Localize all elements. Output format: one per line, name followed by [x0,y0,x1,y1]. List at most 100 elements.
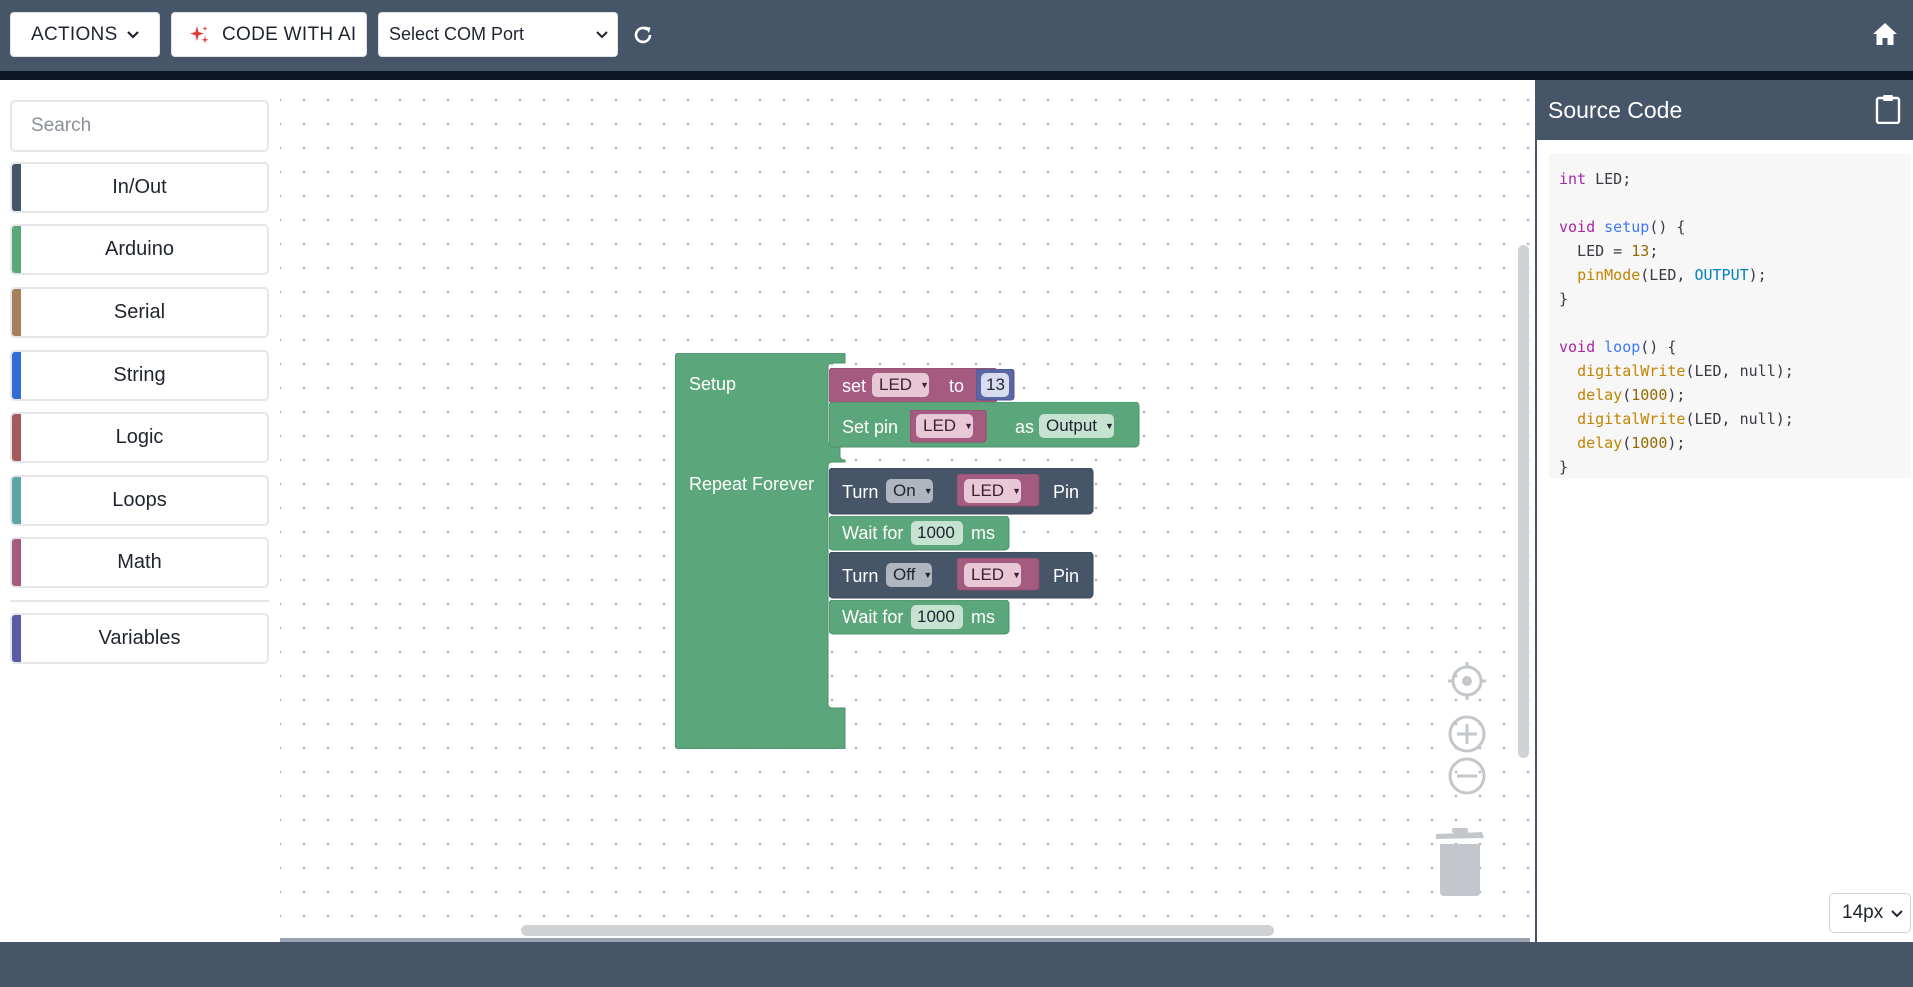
source-code-view: int LED; void setup() { LED = 13; pinMod… [1549,154,1911,478]
code-line: digitalWrite(LED, null); [1577,362,1794,380]
trash-icon[interactable] [1432,826,1488,898]
category-label: Arduino [105,238,174,260]
dropdown-arrow-icon: ▼ [1105,421,1114,431]
wait-duration-value: 1000 [917,607,955,626]
chevron-down-icon [1891,910,1903,918]
code-line: } [1559,458,1569,476]
dropdown-arrow-icon: ▼ [923,570,933,580]
category-color-bar [12,164,21,211]
pin-word: Pin [1053,566,1080,586]
toolbox-divider [10,600,269,602]
chevron-down-icon [596,31,608,39]
category-loops[interactable]: Loops [10,475,269,526]
code-with-ai-label: CODE WITH AI [222,23,357,45]
workspace-horizontal-scrollbar[interactable] [521,925,1274,936]
category-label: String [113,364,166,386]
turn-word: Turn [842,566,879,586]
category-label: Math [117,551,162,573]
code-line: int LED; [1559,170,1632,188]
category-string[interactable]: String [10,350,269,401]
actions-label: ACTIONS [31,23,118,45]
set-word: set [842,376,867,396]
pin-word: Pin [1053,482,1080,502]
top-bar: ACTIONS CODE WITH AI Select COM Port [0,0,1913,71]
category-logic[interactable]: Logic [10,412,269,463]
dropdown-arrow-icon: ▼ [923,486,933,496]
sparkle-icon [190,25,209,43]
category-label: Logic [115,426,164,448]
category-color-bar [12,615,21,662]
set-pin-word: Set pin [842,417,899,437]
code-line: LED = 13; [1559,242,1659,260]
zoom-in-icon[interactable] [1447,714,1487,754]
number-value: 13 [986,375,1005,394]
setup-loop-block[interactable] [675,353,865,749]
top-bar-divider [0,71,1913,80]
home-icon[interactable] [1872,22,1898,46]
pin-mode-value: Output [1046,416,1098,435]
category-serial[interactable]: Serial [10,287,269,338]
led-variable-name: LED [971,481,1005,500]
variable-name: LED [879,375,913,394]
on-off-dropdown[interactable]: Off ▼ [886,563,933,587]
toolbox-search-input[interactable]: Search [10,100,269,152]
led-variable-dropdown[interactable]: LED▼ [964,563,1021,587]
led-variable-dropdown[interactable]: LED▼ [964,479,1021,503]
as-word: as [1015,417,1035,437]
on-off-dropdown[interactable]: On ▼ [886,479,933,503]
source-code-panel: Source Code int LED; void setup() { LED … [1535,80,1913,942]
com-port-select[interactable]: Select COM Port [378,12,618,57]
category-color-bar [12,352,21,399]
font-size-value: 14px [1842,902,1884,923]
actions-button[interactable]: ACTIONS [10,12,160,57]
com-port-value: Select COM Port [389,24,525,44]
source-code-header: Source Code [1537,80,1913,140]
code-line: } [1559,290,1569,308]
wait-for-word: Wait for [842,607,904,627]
workspace-vertical-scrollbar[interactable] [1518,245,1529,758]
font-size-select[interactable]: 14px [1829,893,1911,933]
toolbox: Search In/Out Arduino Serial String Logi… [0,80,280,942]
on-state: On [893,481,916,500]
refresh-icon[interactable] [631,23,655,47]
category-color-bar [12,539,21,586]
code-line: void setup() { [1559,218,1686,236]
wait-duration-value: 1000 [917,523,955,542]
off-state: Off [893,565,916,584]
code-line: pinMode(LED, OUTPUT); [1577,266,1767,284]
chevron-down-icon [127,31,139,39]
code-with-ai-button[interactable]: CODE WITH AI [171,12,367,57]
variable-dropdown[interactable]: LED ▼ [872,373,929,397]
setup-label: Setup [689,374,737,394]
pin-variable-dropdown[interactable]: LED ▼ [916,414,973,438]
wait-duration-field[interactable]: 1000 [911,521,963,545]
zoom-out-icon[interactable] [1447,756,1487,796]
dropdown-arrow-icon: ▼ [920,380,929,390]
category-label: Loops [112,489,167,511]
to-word: to [949,376,965,396]
workspace-bottom-edge [280,938,1530,942]
category-variables[interactable]: Variables [10,613,269,664]
ms-word: ms [971,523,995,543]
category-color-bar [12,226,21,273]
pin-mode-dropdown[interactable]: Output ▼ [1039,414,1114,438]
number-value-field[interactable]: 13 [981,373,1009,397]
wait-for-word: Wait for [842,523,904,543]
dropdown-arrow-icon: ▼ [1012,570,1021,580]
dropdown-arrow-icon: ▼ [964,421,973,431]
category-arduino[interactable]: Arduino [10,224,269,275]
recenter-icon[interactable] [1446,660,1488,702]
wait-duration-field[interactable]: 1000 [911,605,963,629]
pin-variable-name: LED [923,416,957,435]
category-math[interactable]: Math [10,537,269,588]
code-line: delay(1000); [1577,434,1686,452]
category-color-bar [12,477,21,524]
blocks-workspace[interactable]: Setup Repeat Forever set LED ▼ to 13 Set … [280,80,1530,942]
category-in-out[interactable]: In/Out [10,162,269,213]
clipboard-icon[interactable] [1875,94,1901,124]
category-color-bar [12,289,21,336]
repeat-forever-label: Repeat Forever [689,474,815,494]
source-code-title: Source Code [1548,97,1683,123]
category-color-bar [12,414,21,461]
code-line: delay(1000); [1577,386,1686,404]
